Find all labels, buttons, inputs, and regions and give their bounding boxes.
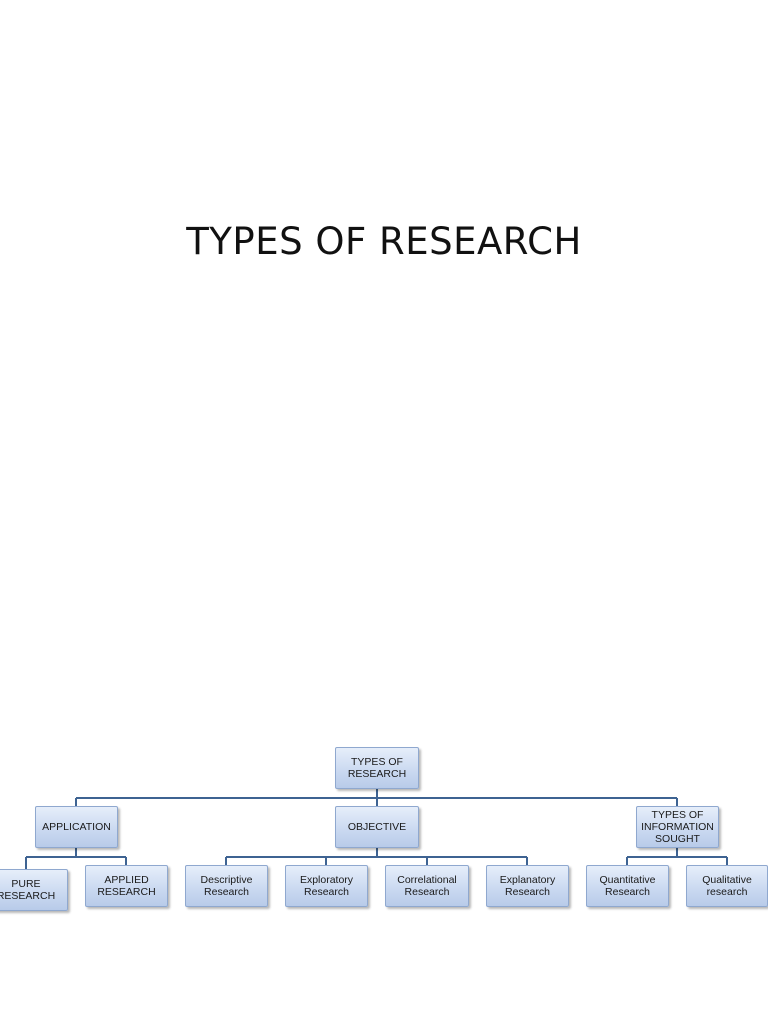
page-title: TYPES OF RESEARCH xyxy=(186,220,582,263)
node-label: TYPES OF INFORMATION SOUGHT xyxy=(641,809,714,845)
node-label: Explanatory Research xyxy=(499,874,556,898)
node-descriptive-research: Descriptive Research xyxy=(185,865,268,907)
node-label: APPLICATION xyxy=(42,821,111,833)
node-label: APPLIED RESEARCH xyxy=(97,874,156,898)
node-pure-research: PURE RESEARCH xyxy=(0,869,68,911)
node-label: PURE RESEARCH xyxy=(0,878,56,902)
node-label: Correlational Research xyxy=(397,874,457,898)
node-explanatory-research: Explanatory Research xyxy=(486,865,569,907)
node-application: APPLICATION xyxy=(35,806,118,848)
node-label: Exploratory Research xyxy=(299,874,354,898)
node-types-of-research: TYPES OF RESEARCH xyxy=(335,747,419,789)
node-objective: OBJECTIVE xyxy=(335,806,419,848)
node-correlational-research: Correlational Research xyxy=(385,865,469,907)
node-quantitative-research: Quantitative Research xyxy=(586,865,669,907)
node-label: Qualitative research xyxy=(702,874,752,898)
node-exploratory-research: Exploratory Research xyxy=(285,865,368,907)
node-label: OBJECTIVE xyxy=(347,821,407,833)
node-label: TYPES OF RESEARCH xyxy=(347,756,407,780)
node-types-of-information-sought: TYPES OF INFORMATION SOUGHT xyxy=(636,806,719,848)
node-applied-research: APPLIED RESEARCH xyxy=(85,865,168,907)
node-label: Descriptive Research xyxy=(200,874,253,898)
node-qualitative-research: Qualitative research xyxy=(686,865,768,907)
node-label: Quantitative Research xyxy=(599,874,656,898)
